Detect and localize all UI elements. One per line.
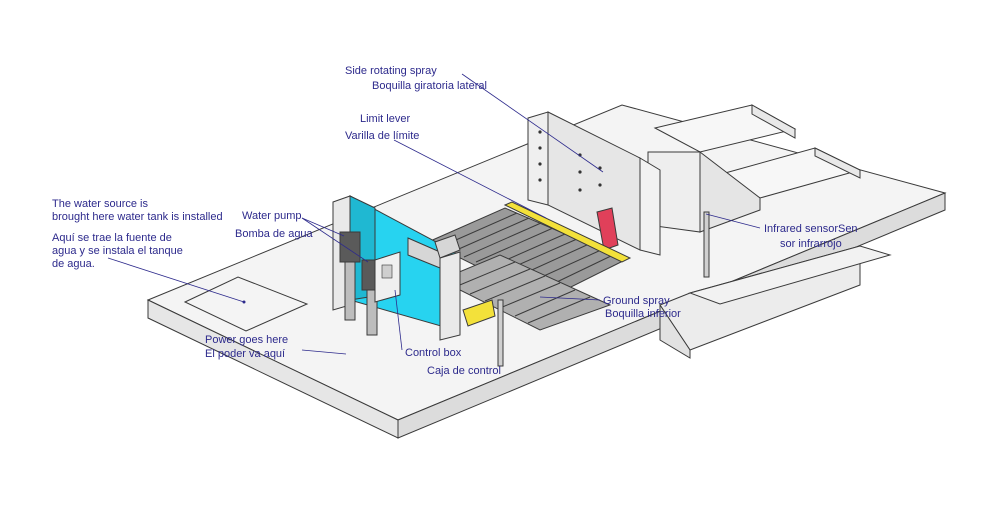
label-water-pump-en: Water pump [242,210,302,222]
leader-lines [107,73,761,355]
label-water-source-es-1: Aquí se trae la fuente de [52,232,172,244]
yellow-rail-front [462,299,496,327]
tank-compartments [647,104,862,233]
label-water-pump-es: Bomba de agua [235,228,314,240]
water-tank-area [183,276,309,332]
sensor-post-front [497,299,504,367]
label-limit-lever-en: Limit lever [360,113,410,125]
limit-lever-block [596,207,619,251]
annotation-labels: Side rotating spray Boquilla giratoria l… [52,65,858,377]
label-control-box-en: Control box [405,347,462,359]
label-infrared-2: sor infrarrojo [780,238,842,250]
label-water-source-en-1: The water source is [52,198,148,210]
label-power-en: Power goes here [205,334,288,346]
pit-box [659,245,892,359]
rear-gantry [527,111,661,256]
label-ground-spray-es: Boquilla inferior [605,308,681,320]
label-water-source-es-2: agua y se instala el tanque [52,245,183,257]
yellow-rail-back [503,201,632,263]
floor-grating [426,207,627,331]
label-water-source-es-3: de agua. [52,258,95,270]
label-control-box-es: Caja de control [427,365,501,377]
label-water-source-en-2: brought here water tank is installed [52,211,223,223]
control-box-screen [381,264,393,279]
label-ground-spray-en: Ground spray [603,295,670,307]
label-limit-lever-es: Varilla de límite [345,130,419,142]
sensor-post-rear [703,211,710,278]
label-side-spray-es: Boquilla giratoria lateral [372,80,487,92]
label-side-spray-en: Side rotating spray [345,65,437,77]
label-infrared-1: Infrared sensorSen [764,223,858,235]
label-power-es: El poder va aquí [205,348,285,360]
